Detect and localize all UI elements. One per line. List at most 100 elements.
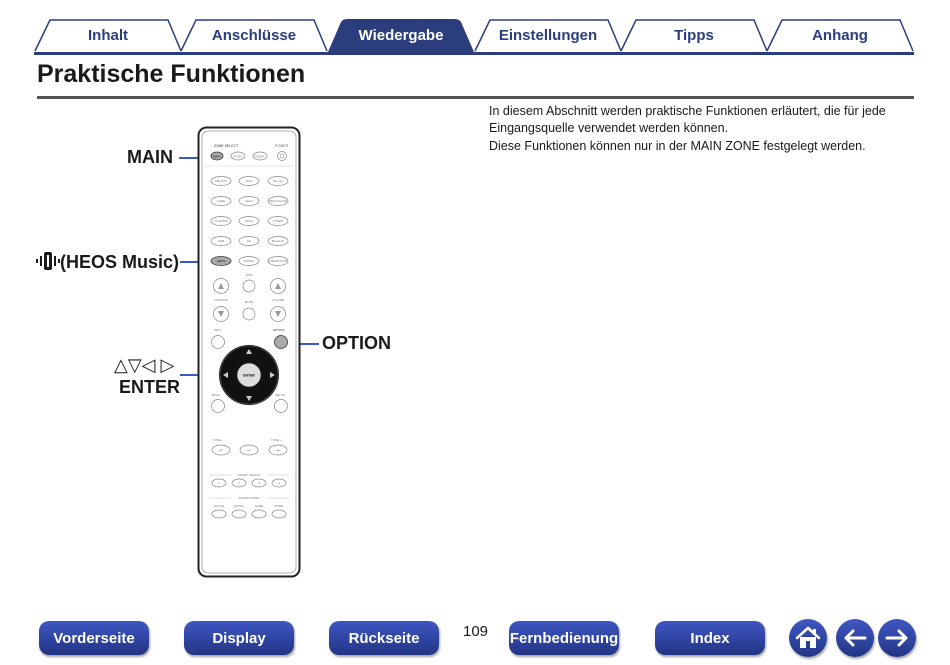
smart-select-number: 3 (258, 481, 261, 486)
tab-shape (34, 19, 182, 52)
main-button (210, 151, 224, 161)
sound-mode-label: SOUND MODE (239, 496, 260, 500)
arrow-up-icon (246, 349, 252, 354)
tab-label: Wiedergabe (358, 26, 444, 44)
sound-mode-button (271, 509, 287, 519)
arrow-right-icon (885, 629, 908, 647)
callout-heos: (HEOS Music) (36, 251, 179, 273)
main-button-label: MAIN (213, 155, 221, 159)
tab-inhalt[interactable]: Inhalt (34, 18, 182, 52)
heos-button (210, 256, 232, 266)
description-paragraph: Diese Funktionen können nur in der MAIN … (489, 139, 866, 153)
option-label: OPTION (273, 328, 285, 332)
source-label: DVD (246, 179, 253, 183)
smart-select-label: SMART SELECT (238, 473, 261, 477)
arrow-down-icon (246, 396, 252, 401)
source-label: MEDIA PLAYER (269, 199, 288, 203)
tune-minus-label: TUNE – (213, 438, 224, 442)
setup-button (274, 399, 288, 413)
fernbedienung-button[interactable]: Fernbedienung (509, 621, 619, 655)
smart-select-number: 4 (278, 481, 281, 486)
source-label: Blu-ray (273, 179, 283, 183)
page-number: 109 (463, 623, 489, 640)
tab-wiedergabe[interactable]: Wiedergabe (327, 18, 475, 52)
source-button (267, 256, 289, 266)
source-button (210, 216, 232, 226)
sleep-button (252, 151, 268, 161)
callout-heos-label: (HEOS Music) (60, 252, 180, 272)
title-divider (37, 96, 914, 99)
arrow-left-icon (844, 629, 867, 647)
zone2-label: ZONE2 (233, 155, 243, 159)
remote-control-illustration: ZONE SELECT POWER MAIN ZONE2 SLEEP CBL/S… (197, 126, 301, 578)
index-button[interactable]: Index (655, 621, 765, 655)
sound-mode-name: PURE (275, 504, 283, 508)
volume-label: VOLUME (272, 298, 285, 302)
sound-mode-name: MUSIC (234, 504, 245, 508)
source-button (267, 176, 289, 186)
back-label: BACK (212, 393, 220, 397)
tab-tipps[interactable]: Tipps (620, 18, 768, 52)
power-label: POWER (275, 144, 289, 148)
callout-arrows: △▽◁ ▷ (114, 355, 175, 375)
sound-mode-button (251, 509, 267, 519)
sound-mode-button (211, 509, 227, 519)
skip-forward-button (268, 444, 288, 456)
description-paragraph: In diesem Abschnitt werden praktische Fu… (489, 104, 886, 135)
info-button (211, 335, 225, 349)
sound-mode-name: MOVIE (214, 504, 224, 508)
enter-button (236, 362, 262, 388)
home-button[interactable] (789, 619, 827, 657)
source-label: AUX1 (245, 199, 253, 203)
source-label: Bluetooth (272, 239, 285, 243)
display-button[interactable]: Display (184, 621, 294, 655)
arrow-left-icon (223, 372, 228, 378)
source-button (238, 256, 260, 266)
tab-shape (766, 19, 914, 52)
tab-einstellungen[interactable]: Einstellungen (474, 18, 622, 52)
rueckseite-button[interactable]: Rückseite (329, 621, 439, 655)
tab-label: Tipps (674, 26, 714, 44)
source-button (210, 196, 232, 206)
heos-button-label: HEOS (217, 259, 226, 263)
tab-anhang[interactable]: Anhang (766, 18, 914, 52)
source-button (238, 236, 260, 246)
source-label: PHONO (243, 259, 255, 263)
tab-anschluesse[interactable]: Anschlüsse (180, 18, 328, 52)
source-button (238, 216, 260, 226)
tab-shape (180, 19, 328, 52)
tab-label: Anschlüsse (211, 26, 297, 44)
eco-button (242, 279, 256, 293)
setup-label: SETUP (275, 393, 285, 397)
source-label: USB (218, 239, 224, 243)
smart-select-number: 1 (218, 481, 221, 486)
play-pause-button (239, 444, 259, 456)
zone2-button (230, 151, 246, 161)
source-label: TUNER (273, 219, 284, 223)
source-label: TV AUDIO (214, 219, 229, 223)
leader-main (179, 157, 212, 159)
sleep-label: SLEEP (255, 155, 265, 159)
source-button (238, 176, 260, 186)
leader-option (287, 343, 319, 345)
source-label: CD (247, 239, 252, 243)
callout-enter: ENTER (119, 377, 181, 397)
vorderseite-button[interactable]: Vorderseite (39, 621, 149, 655)
tab-shape (474, 19, 622, 52)
source-label: INTERNET RADIO (268, 260, 288, 263)
option-button (274, 335, 288, 349)
tab-shape (620, 19, 768, 52)
source-label: GAME (217, 199, 226, 203)
chapter-tabs: Inhalt Anschlüsse Wiedergabe Einstellung… (34, 18, 914, 54)
heos-icon (36, 252, 60, 270)
forward-nav-button[interactable] (878, 619, 916, 657)
source-button (267, 196, 289, 206)
info-label: INFO (214, 328, 222, 332)
sound-mode-button (231, 509, 247, 519)
callout-option: OPTION (322, 333, 392, 353)
mute-button (242, 307, 256, 321)
back-nav-button[interactable] (836, 619, 874, 657)
tab-label: Anhang (812, 26, 868, 44)
page-title: Praktische Funktionen (37, 60, 306, 88)
tab-underline (34, 52, 914, 55)
